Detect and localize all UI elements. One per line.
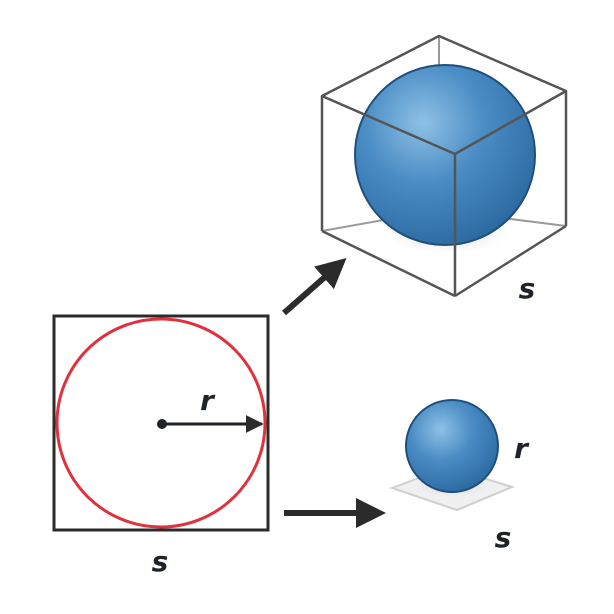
large-sphere — [354, 64, 536, 246]
square-with-inscribed-circle: r s — [52, 314, 270, 578]
small-sphere-on-base: r s — [389, 399, 530, 554]
sphere-in-cube: s — [320, 34, 568, 305]
cube-side-label: s — [519, 272, 536, 305]
square-outline — [52, 314, 270, 532]
inscribed-circle — [55, 317, 267, 529]
cube-front-edges — [320, 34, 568, 298]
arrow-to-cube — [282, 258, 347, 316]
square-side-label: s — [152, 545, 169, 578]
radius-label: r — [200, 384, 216, 417]
small-base-side-label: s — [495, 521, 512, 554]
small-sphere — [405, 399, 499, 493]
small-sphere-radius-label: r — [514, 432, 530, 465]
